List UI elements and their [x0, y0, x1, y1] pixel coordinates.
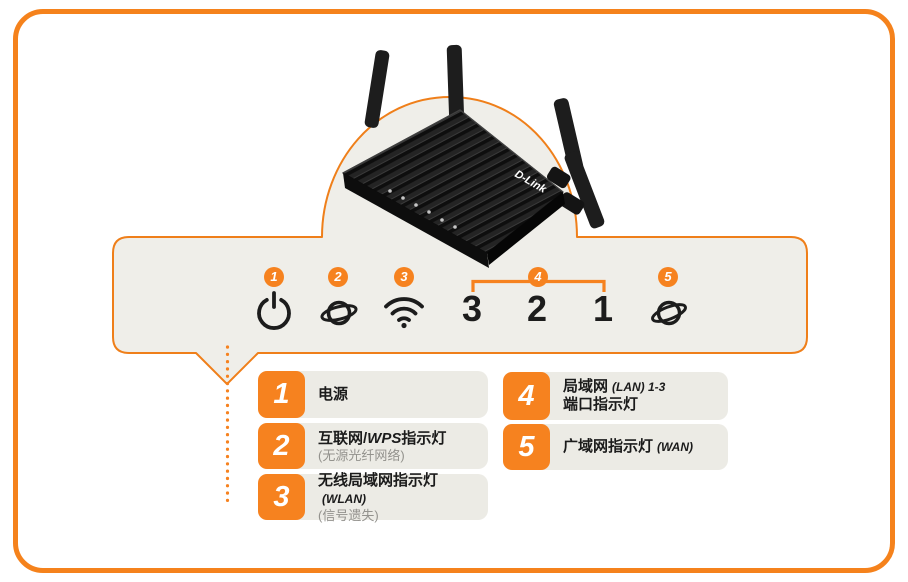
legend-title: 电源	[318, 385, 349, 403]
legend-item-lan-ports: 4 局域网(LAN) 1-3 端口指示灯	[503, 372, 728, 420]
legend-number-badge: 4	[503, 372, 550, 420]
router-front-face	[343, 173, 489, 268]
legend-title: 广域网指示灯(WAN)	[563, 438, 694, 455]
legend-number-badge: 1	[258, 371, 305, 418]
legend-title-line2: 端口指示灯	[563, 396, 639, 413]
router-image: D-Link	[341, 44, 605, 268]
legend-item-power: 1 电源	[258, 371, 488, 418]
wifi-icon	[381, 291, 427, 336]
legend-title: 局域网(LAN) 1-3	[563, 378, 666, 395]
badge-5: 5	[658, 267, 678, 287]
legend-number-badge: 5	[503, 424, 550, 470]
legend-label-box	[270, 474, 488, 520]
badge-3: 3	[394, 267, 414, 287]
legend-label-box	[515, 372, 728, 420]
badge-1: 1	[264, 267, 284, 287]
legend-item-internet-wps: 2 互联网/WPS指示灯 (无源光纤网络)	[258, 423, 488, 469]
internet-icon	[313, 291, 365, 340]
legend-label-box	[515, 424, 728, 470]
legend-item-wan: 5 广域网指示灯(WAN)	[503, 424, 728, 470]
legend-number-badge: 2	[258, 423, 305, 469]
legend-title: 无线局域网指示灯(WLAN)	[318, 471, 439, 506]
legend-number-badge: 3	[258, 474, 305, 520]
lan-port-3: 3	[461, 288, 483, 329]
router-led-strip	[388, 189, 457, 229]
legend-label-box	[270, 423, 488, 469]
lan-port-2: 2	[526, 288, 548, 329]
legend-subtitle: (无源光纤网络)	[318, 447, 405, 463]
router-antennas	[364, 44, 605, 229]
legend-label-box	[270, 371, 488, 418]
lan-port-1: 1	[592, 288, 614, 329]
badge-2: 2	[328, 267, 348, 287]
legend-subtitle: (信号遗失)	[318, 507, 379, 523]
legend-title: 互联网/WPS指示灯	[318, 429, 447, 447]
outer-orange-frame	[13, 9, 895, 573]
badge-4: 4	[528, 267, 548, 287]
legend-item-wlan: 3 无线局域网指示灯(WLAN) (信号遗失)	[258, 471, 488, 523]
power-icon	[252, 289, 296, 338]
planet-icon	[643, 291, 695, 340]
router-side-face	[487, 192, 565, 265]
